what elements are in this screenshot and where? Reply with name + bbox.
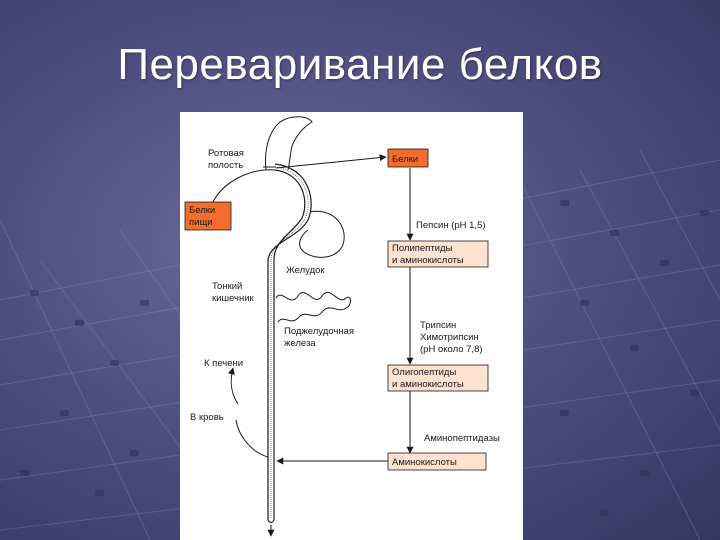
tube-inner-line [270, 166, 309, 518]
pancreas-label: Поджелудочная [284, 326, 354, 337]
oligopeptides-label-line2: и аминокислоты [392, 379, 464, 390]
food-protein-label: Белки [189, 205, 215, 216]
food-path-line [211, 169, 276, 205]
tube-end [267, 519, 275, 524]
proteins-box [387, 148, 429, 168]
oligopeptides-box [387, 364, 489, 392]
aminopeptidases-label: Аминопептидазы [424, 433, 500, 444]
to-liver-curve [228, 367, 239, 405]
mouth-to-proteins-arrow [275, 154, 387, 169]
stomach-shape [299, 210, 345, 258]
slide-title: Переваривание белков [117, 40, 603, 89]
intestine-loops [275, 291, 351, 323]
protein-digestion-figure: Белки пищи Белки Полипептиды и аминокисл… [180, 112, 523, 540]
to-liver-label: К печени [204, 358, 243, 369]
esophagus-tube-inner [273, 169, 306, 520]
polypeptides-label-line2: и аминокислоты [392, 255, 464, 266]
pancreas-label-line2: железа [284, 338, 316, 349]
proteins-label: Белки [392, 154, 418, 165]
mouth-label-line2: полость [208, 160, 243, 171]
chymotrypsin-label: Химотрипсин [420, 332, 479, 343]
amino-acids-label: Аминокислоты [392, 457, 457, 468]
polypeptides-label: Полипептиды [392, 243, 453, 254]
food-protein-label-line2: пищи [189, 217, 213, 228]
head-profile [265, 116, 313, 171]
polypeptides-box [387, 240, 489, 268]
digestion-diagram: Белки пищи Белки Полипептиды и аминокисл… [184, 116, 500, 537]
to-blood-curve [235, 419, 269, 458]
pepsin-label: Пепсин (pH 1,5) [416, 220, 486, 231]
trypsin-label: Трипсин [420, 320, 456, 331]
oligopeptides-label: Олигопептиды [392, 367, 456, 378]
food-protein-box [184, 201, 232, 231]
small-intestine-label-line2: кишечник [212, 293, 255, 304]
amino-acids-box [387, 452, 487, 471]
trypsin-ph-label: (pH около 7,8) [420, 344, 483, 355]
esophagus-tube-outer [267, 163, 312, 520]
mouth-label: Ротовая [208, 148, 244, 159]
to-blood-label: В кровь [190, 412, 224, 423]
small-intestine-label: Тонкий [212, 281, 242, 292]
stomach-label: Желудок [286, 265, 325, 276]
